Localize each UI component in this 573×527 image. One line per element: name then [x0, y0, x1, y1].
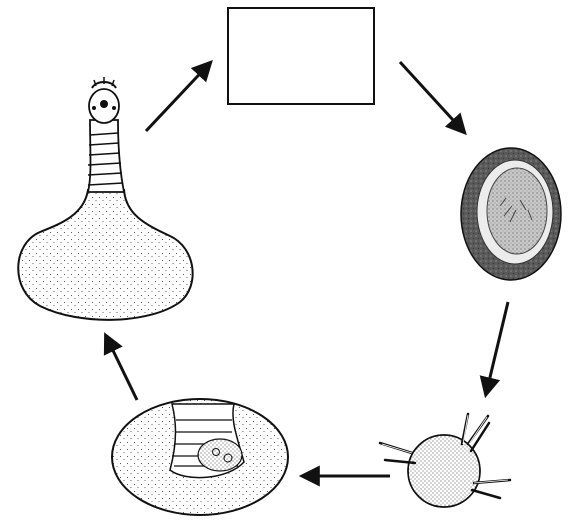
cysticercus-cyst-icon — [112, 399, 288, 515]
scolex-evaginated-icon — [18, 77, 192, 320]
arrow-egg-to-embryo — [486, 302, 508, 394]
hexacanth-embryo-icon — [380, 414, 510, 507]
egg-icon — [461, 148, 561, 280]
arrow-scolex-to-box — [146, 63, 210, 131]
arrow-cyst-to-scolex — [106, 336, 137, 400]
blank-box[interactable] — [228, 8, 374, 104]
arrow-box-to-egg — [400, 62, 464, 132]
